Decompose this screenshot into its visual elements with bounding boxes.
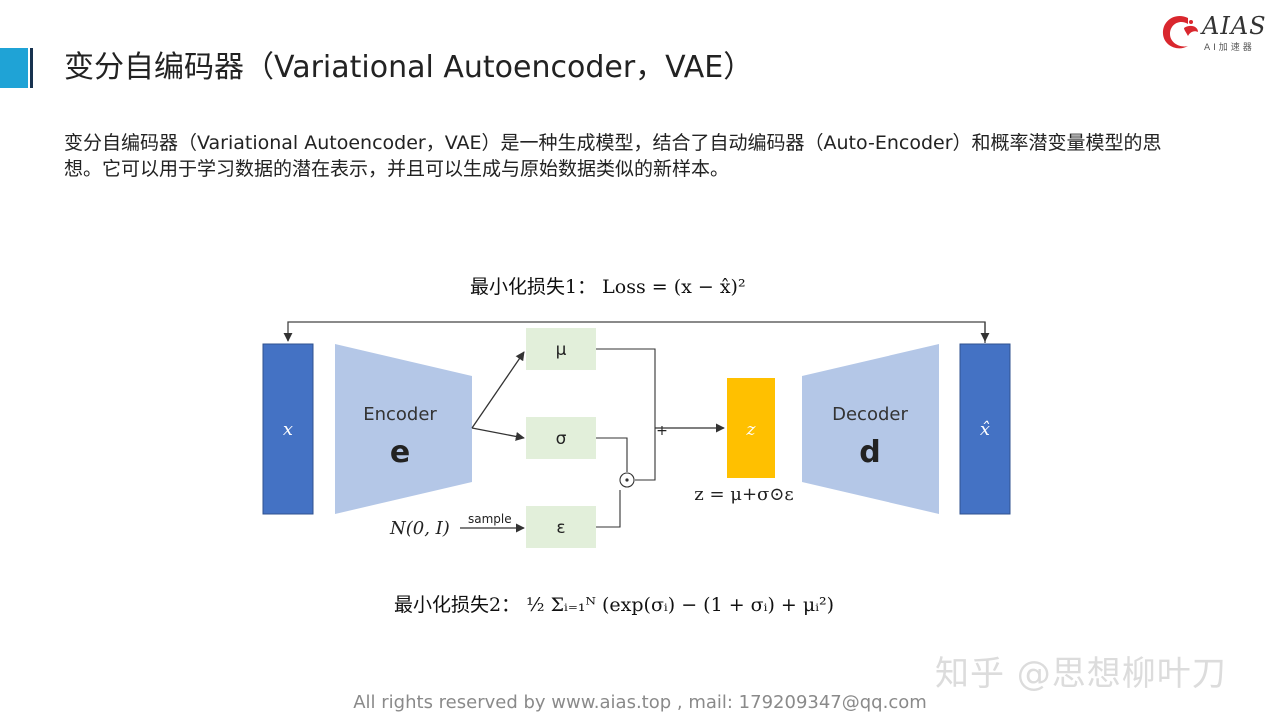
loss-2-label: 最小化损失2： [394, 594, 521, 616]
loss-1-formula: Loss = (x − x̂)² [602, 276, 746, 298]
decoder-title: Decoder [832, 404, 908, 425]
encoder-title: Encoder [363, 404, 437, 425]
reconstruction-arrow [283, 321, 986, 343]
odot-dot [625, 478, 629, 482]
mu-line [596, 348, 656, 428]
footer-copyright: All rights reserved by www.aias.top , ma… [353, 692, 927, 713]
loss-1: 最小化损失1： Loss = (x − x̂)² [470, 272, 746, 299]
mu-label: μ [556, 340, 567, 360]
sample-label: sample [468, 512, 512, 526]
title-accent-bar [0, 48, 28, 88]
odot-to-sum-line [635, 428, 656, 481]
epsilon-label: ε [556, 518, 565, 538]
output-block [959, 343, 1011, 515]
mu-box [526, 328, 596, 370]
encoder-trapezoid [335, 344, 472, 514]
input-block [262, 343, 314, 515]
loss-2: 最小化损失2： ½ Σᵢ₌₁ᴺ (exp(σᵢ) − (1 + σᵢ) + μᵢ… [394, 590, 834, 617]
encoder-to-sigma-arrow [471, 427, 525, 441]
description-paragraph: 变分自编码器（Variational Autoencoder，VAE）是一种生成… [64, 132, 1162, 180]
z-label: z [746, 420, 757, 440]
aias-logo: AIAS AI加速器 [1158, 10, 1270, 56]
noise-label: N(0, I) [389, 518, 450, 539]
sigma-label: σ [556, 429, 567, 449]
decoder-symbol: d [859, 435, 880, 470]
output-label: x̂ [980, 419, 990, 440]
epsilon-box [526, 506, 596, 548]
z-equation: z = μ+σ⊙ε [694, 484, 793, 505]
loss-2-formula: ½ Σᵢ₌₁ᴺ (exp(σᵢ) − (1 + σᵢ) + μᵢ²) [526, 594, 835, 616]
title-accent-line [30, 48, 33, 88]
sigma-box [526, 417, 596, 459]
encoder-symbol: e [390, 435, 410, 470]
watermark: 知乎 @思想柳叶刀 [935, 654, 1227, 694]
plus-label: + [656, 423, 668, 439]
logo-text: AIAS [1202, 12, 1267, 40]
dragon-icon [1162, 15, 1198, 49]
decoder-trapezoid [802, 344, 939, 514]
input-label: x [283, 419, 293, 440]
epsilon-line [596, 490, 621, 528]
loss-1-label: 最小化损失1： [470, 276, 597, 298]
encoder-to-mu-arrow [471, 351, 525, 429]
vae-diagram: x Encoder e μ σ ε N(0, I) sample + z z =… [262, 321, 1011, 548]
page-title: 变分自编码器（Variational Autoencoder，VAE） [64, 50, 754, 85]
sigma-line [596, 437, 628, 472]
z-block [727, 378, 775, 478]
logo-subtitle: AI加速器 [1204, 43, 1255, 53]
